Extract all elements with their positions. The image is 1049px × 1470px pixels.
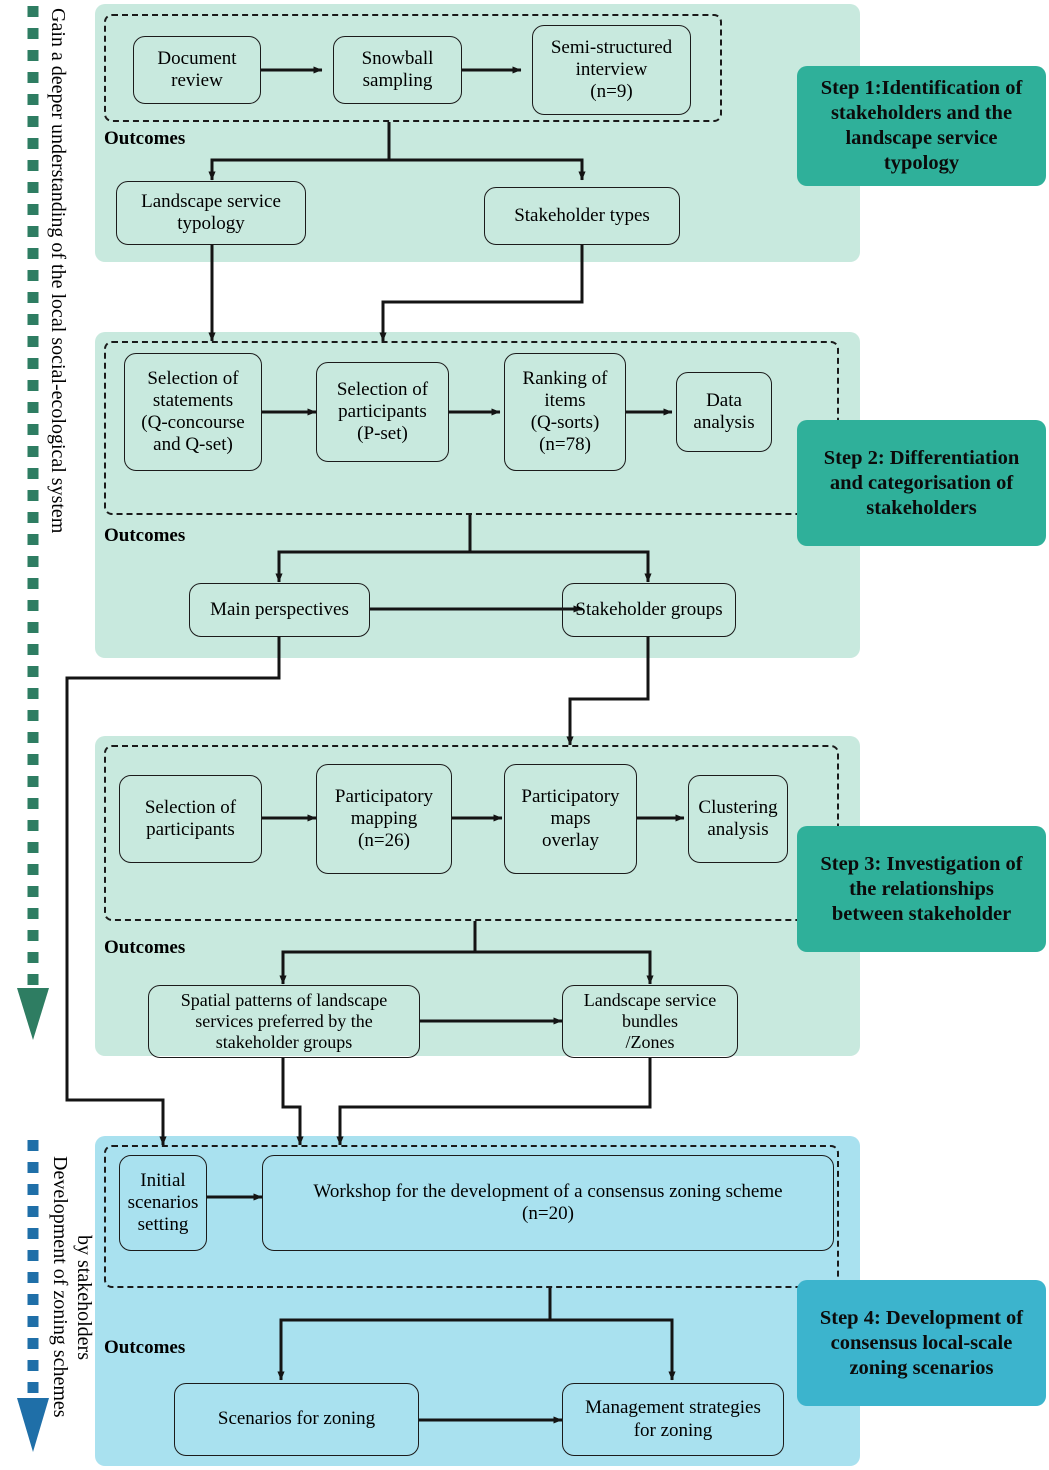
outcomes-label-step3: Outcomes bbox=[104, 937, 186, 958]
badge-label: Step 4: Development of consensus local-s… bbox=[819, 1306, 1024, 1379]
node-selection-of-statements[interactable]: Selection of statements (Q-concourse and… bbox=[124, 353, 262, 471]
node-landscape-service-bundles[interactable]: Landscape service bundles /Zones bbox=[562, 985, 738, 1058]
panel-step3 bbox=[95, 736, 860, 1056]
node-label: Document review bbox=[157, 47, 237, 91]
badge-label: Step 1:Identification of stakeholders an… bbox=[820, 77, 1023, 174]
node-main-perspectives[interactable]: Main perspectives bbox=[189, 583, 370, 637]
node-label: Initial scenarios setting bbox=[127, 1169, 199, 1236]
node-label: Clustering analysis bbox=[698, 796, 778, 840]
node-label: Selection of statements (Q-concourse and… bbox=[141, 367, 245, 456]
arrow-step4-to-scenarios bbox=[277, 1288, 552, 1381]
arrow-step4-to-management bbox=[550, 1318, 676, 1381]
node-management-strategies-for-zoning[interactable]: Management strategies for zoning bbox=[562, 1383, 784, 1456]
outcomes-label-step4: Outcomes bbox=[104, 1337, 186, 1358]
badge-step3: Step 3: Investigation of the relationshi… bbox=[797, 826, 1046, 952]
node-label: Landscape service typology bbox=[141, 190, 281, 234]
arrow-step1-to-stakeholder-types bbox=[389, 158, 586, 181]
outcomes-label-step1: Outcomes bbox=[104, 128, 186, 149]
node-label: Data analysis bbox=[693, 389, 755, 433]
node-label: Selection of participants (P-set) bbox=[336, 378, 429, 445]
badge-label: Step 2: Differentiation and categorisati… bbox=[823, 446, 1020, 519]
node-scenarios-for-zoning[interactable]: Scenarios for zoning bbox=[174, 1383, 419, 1456]
node-label: Ranking of items (Q-sorts) (n=78) bbox=[522, 367, 608, 456]
node-label: Landscape service bundles /Zones bbox=[583, 990, 717, 1052]
badge-step4: Step 4: Development of consensus local-s… bbox=[797, 1280, 1046, 1406]
dashed-group-step1 bbox=[104, 14, 722, 122]
arrow-step3-to-bundles bbox=[475, 950, 654, 985]
outcomes-label-step2: Outcomes bbox=[104, 525, 186, 546]
node-initial-scenarios-setting[interactable]: Initial scenarios setting bbox=[119, 1155, 207, 1251]
rail-blue-icon bbox=[17, 1140, 49, 1452]
node-data-analysis[interactable]: Data analysis bbox=[676, 372, 772, 452]
node-selection-of-participants[interactable]: Selection of participants bbox=[119, 775, 262, 863]
node-label: Snowball sampling bbox=[361, 47, 434, 91]
arrow-step3-to-spatial-patterns bbox=[279, 921, 477, 985]
node-label: Management strategies for zoning bbox=[585, 1397, 761, 1441]
node-label: Participatory maps overlay bbox=[521, 785, 620, 852]
node-semi-structured-interview[interactable]: Semi-structured interview (n=9) bbox=[532, 25, 691, 115]
node-label: Selection of participants bbox=[144, 796, 237, 840]
arrow-step2-to-main-perspectives bbox=[275, 515, 472, 583]
node-stakeholder-groups[interactable]: Stakeholder groups bbox=[562, 583, 736, 637]
arrow-groups-to-step3 bbox=[566, 637, 650, 746]
panel-step2 bbox=[95, 332, 860, 658]
badge-step1: Step 1:Identification of stakeholders an… bbox=[797, 66, 1046, 186]
rail-green-label: Gain a deeper understanding of the local… bbox=[47, 8, 69, 534]
badge-step2: Step 2: Differentiation and categorisati… bbox=[797, 420, 1046, 546]
arrow-step2-to-stakeholder-groups bbox=[470, 550, 652, 583]
arrow-main-perspectives-to-initial-scenarios bbox=[65, 637, 281, 1146]
node-label: Workshop for the development of a consen… bbox=[313, 1180, 783, 1224]
node-label: Semi-structured interview (n=9) bbox=[550, 36, 673, 103]
node-selection-of-participants-p-set[interactable]: Selection of participants (P-set) bbox=[316, 362, 449, 462]
node-spatial-patterns[interactable]: Spatial patterns of landscape services p… bbox=[148, 985, 420, 1058]
panel-step1 bbox=[95, 4, 860, 262]
arrow-stakeholder-types-to-step2 bbox=[379, 245, 584, 342]
node-landscape-service-typology[interactable]: Landscape service typology bbox=[116, 181, 306, 245]
node-clustering-analysis[interactable]: Clustering analysis bbox=[688, 775, 788, 863]
arrow-bundles-to-step4 bbox=[336, 1058, 652, 1146]
node-label: Stakeholder groups bbox=[575, 598, 723, 620]
node-label: Participatory mapping (n=26) bbox=[334, 785, 434, 852]
node-snowball-sampling[interactable]: Snowball sampling bbox=[333, 36, 462, 104]
node-participatory-mapping[interactable]: Participatory mapping (n=26) bbox=[316, 764, 452, 874]
dashed-group-step4 bbox=[104, 1145, 839, 1288]
node-stakeholder-types[interactable]: Stakeholder types bbox=[484, 187, 680, 245]
rail-blue-label-line1: Development of zoning schemes bbox=[49, 1156, 71, 1418]
node-participatory-maps-overlay[interactable]: Participatory maps overlay bbox=[504, 764, 637, 874]
arrow-step1-to-typology bbox=[208, 122, 391, 181]
panel-step4 bbox=[95, 1136, 860, 1466]
badge-label: Step 3: Investigation of the relationshi… bbox=[820, 852, 1023, 925]
node-label: Stakeholder types bbox=[514, 204, 650, 226]
arrow-spatial-to-step4 bbox=[281, 1058, 304, 1146]
rail-green-icon bbox=[17, 6, 49, 1040]
node-label: Spatial patterns of landscape services p… bbox=[180, 990, 388, 1052]
node-label: Main perspectives bbox=[210, 598, 349, 620]
node-workshop-consensus-zoning[interactable]: Workshop for the development of a consen… bbox=[262, 1155, 834, 1251]
node-label: Scenarios for zoning bbox=[217, 1408, 376, 1430]
rail-blue-label-line2: by stakeholders bbox=[73, 1235, 95, 1360]
node-document-review[interactable]: Document review bbox=[133, 36, 261, 104]
node-ranking-of-items[interactable]: Ranking of items (Q-sorts) (n=78) bbox=[504, 353, 626, 471]
